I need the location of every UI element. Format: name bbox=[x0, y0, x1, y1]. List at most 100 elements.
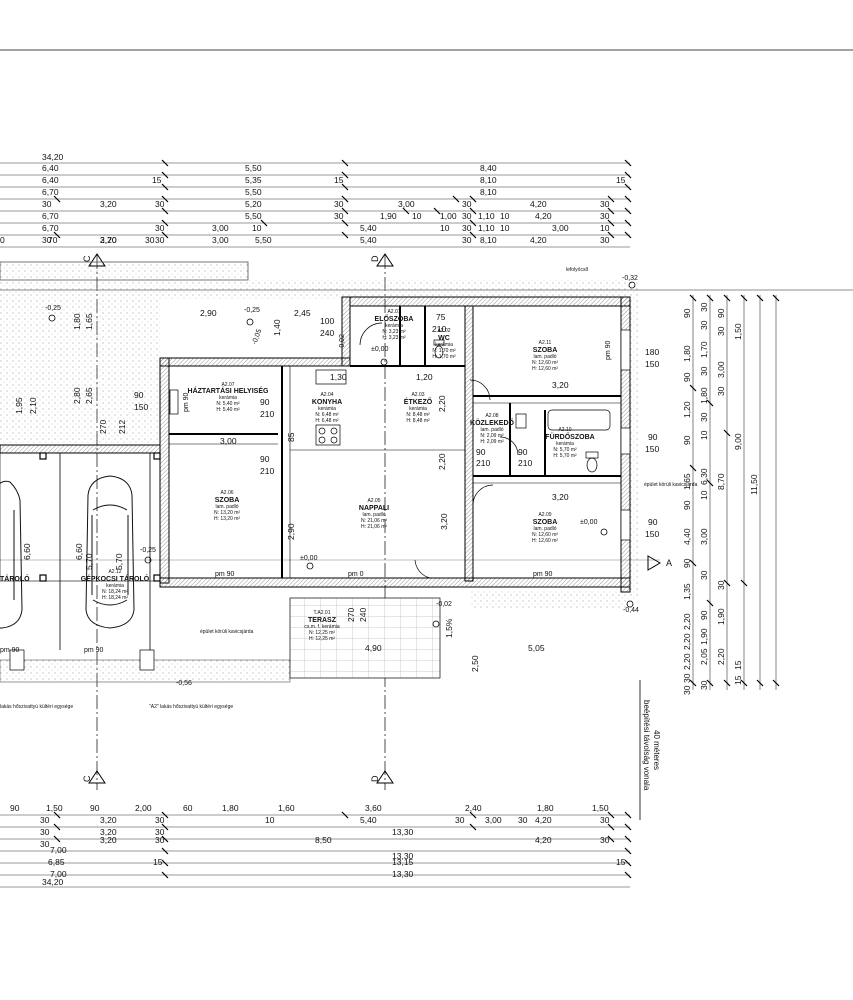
dim-label: 15 bbox=[616, 857, 626, 867]
parapet-label: pm 90 bbox=[533, 571, 553, 578]
room-name: SZOBA bbox=[215, 497, 240, 504]
dim-label: 30 bbox=[716, 386, 726, 396]
dim-label: 2,10 bbox=[28, 397, 38, 414]
dim-label: 30 bbox=[42, 235, 52, 245]
heat-pump-unit-a1 bbox=[9, 649, 25, 671]
room-name: WC bbox=[438, 335, 450, 342]
dim-label: 2,90 bbox=[200, 308, 217, 318]
opening-labels: 100 240 75 210 90 210 90 210 90 210 90 2… bbox=[134, 312, 659, 622]
opening-width: 90 bbox=[260, 454, 270, 464]
room-area-heated: H: 12,60 m² bbox=[532, 366, 558, 372]
dim-label: 1,10 bbox=[478, 211, 495, 221]
dim-label: 30 bbox=[699, 320, 709, 330]
dim-label: 5,70 bbox=[114, 553, 124, 570]
dim-label: 10 bbox=[412, 211, 422, 221]
room-name: KÖZLEKEDŐ bbox=[470, 418, 515, 427]
room-floor: kerámia bbox=[435, 342, 453, 348]
dim-label: 90 bbox=[682, 558, 692, 568]
dim-label: 2,20 bbox=[437, 395, 447, 412]
dim-label: 6,70 bbox=[42, 211, 59, 221]
level-value: -0,25 bbox=[45, 305, 61, 312]
dim-label: 30 bbox=[145, 235, 155, 245]
level-value: -0,56 bbox=[176, 680, 192, 687]
dim-label: 1,50 bbox=[733, 323, 743, 340]
room-floor: cs.m. f. kerámia bbox=[304, 624, 340, 630]
dim-label: 1,80 bbox=[699, 387, 709, 404]
dim-label: 10 bbox=[699, 430, 709, 440]
dim-label: 30 bbox=[600, 815, 610, 825]
dim-label: 1,50 bbox=[592, 803, 609, 813]
dim-label: 3,20 bbox=[100, 235, 117, 245]
room-floor: lam. padló bbox=[215, 504, 238, 510]
dim-label: 1,90 bbox=[699, 628, 709, 645]
opening-height: 240 bbox=[320, 328, 334, 338]
walkway-label-bottom: épület körüli kavicsjárda bbox=[200, 629, 254, 635]
dim-label: 2,50 bbox=[470, 655, 480, 672]
level-value: -0,44 bbox=[623, 607, 639, 614]
room-furdoszoba: A2.10 FÜRDŐSZOBA kerámia N: 5,70 m² H: 5… bbox=[545, 427, 594, 459]
right-dimension-labels: 90 1,80 90 1,20 90 1,65 90 4,40 90 1,35 … bbox=[682, 302, 759, 695]
dim-label: 4,20 bbox=[535, 211, 552, 221]
room-area-net: N: 12,25 m² bbox=[309, 630, 335, 636]
dim-label: 1,60 bbox=[278, 803, 295, 813]
room-elo: A2.01 ELŐSZOBA kerámia N: 3,23 m² H: 3,2… bbox=[375, 309, 414, 341]
dim-label: 30 bbox=[716, 326, 726, 336]
dim-label: 270 bbox=[98, 420, 108, 434]
dim-total-top: 34,20 bbox=[42, 152, 64, 162]
room-area-heated: H: 8,48 m² bbox=[406, 418, 430, 424]
dim-label: 90 bbox=[682, 372, 692, 382]
dim-label: 13,30 bbox=[392, 851, 414, 861]
room-area-heated: H: 2,09 m² bbox=[480, 439, 504, 445]
parapet-label: pm 90 bbox=[215, 571, 235, 578]
level-labels: ±0,00 ±0,00 ±0,00 -0,25 -0,25 -0,05 -0,0… bbox=[45, 275, 639, 687]
room-area-net: N: 12,60 m² bbox=[532, 532, 558, 538]
dim-label: 15 bbox=[733, 675, 743, 685]
section-c-bottom: C bbox=[82, 775, 92, 782]
dim-label: 2,40 bbox=[465, 803, 482, 813]
dim-label: 7,00 bbox=[50, 845, 67, 855]
level-value: -0,25 bbox=[244, 307, 260, 314]
dim-label: 30 bbox=[699, 680, 709, 690]
dim-label: 6,60 bbox=[22, 543, 32, 560]
dim-label: 90 bbox=[90, 803, 100, 813]
dim-label: 5,40 bbox=[360, 235, 377, 245]
dim-label: 30 bbox=[462, 235, 472, 245]
dim-label: 30 bbox=[334, 199, 344, 209]
room-area-heated: H: 6,48 m² bbox=[315, 418, 339, 424]
section-marker-labels: C D C D A bbox=[82, 255, 672, 782]
dim-label: 3,20 bbox=[552, 492, 569, 502]
dim-label: 30 bbox=[155, 827, 165, 837]
room-id: T.A2.01 bbox=[314, 610, 331, 616]
opening-width: 90 bbox=[518, 447, 528, 457]
dim-label: 13,30 bbox=[392, 827, 414, 837]
dim-label: 10 bbox=[440, 223, 450, 233]
opening-width: 90 bbox=[476, 447, 486, 457]
dim-label: 3,00 bbox=[220, 436, 237, 446]
dim-label: 2,80 bbox=[72, 387, 82, 404]
dim-label: 30 bbox=[462, 223, 472, 233]
dim-label: 5,40 bbox=[360, 223, 377, 233]
dim-label: 6,30 bbox=[699, 468, 709, 485]
room-id: A2.07 bbox=[221, 382, 234, 388]
room-name: ÉTKEZŐ bbox=[404, 397, 433, 406]
heat-pump-label-a2: "A2" lakás hőszivattyú kültéri egysége bbox=[149, 704, 233, 710]
top-dimension-chain bbox=[0, 162, 630, 248]
room-area-net: N: 18,24 m² bbox=[102, 589, 128, 595]
right-dimension-ticks bbox=[689, 294, 780, 687]
stove-icon bbox=[315, 424, 341, 446]
dim-label: 2,65 bbox=[84, 387, 94, 404]
dim-label: 4,20 bbox=[530, 235, 547, 245]
level-marker-icons bbox=[48, 281, 636, 628]
opening-height: 150 bbox=[645, 444, 659, 454]
dim-label: 30 bbox=[40, 839, 50, 849]
level-value: -0,02 bbox=[436, 601, 452, 608]
setback-label-line1: 40 méteres bbox=[652, 730, 661, 770]
room-area-heated: H: 21,06 m² bbox=[361, 524, 387, 530]
room-szoba-211: A2.11 SZOBA lam. padló N: 12,60 m² H: 12… bbox=[532, 340, 558, 372]
dim-label: 30 bbox=[682, 673, 692, 683]
dim-label: 90 bbox=[10, 803, 20, 813]
room-area-heated: H: 13,20 m² bbox=[214, 516, 240, 522]
room-szoba-206: A2.06 SZOBA lam. padló N: 13,20 m² H: 13… bbox=[214, 490, 240, 522]
dim-label: 1,90 bbox=[380, 211, 397, 221]
walkway-label-right: épület körüli kavicsjárda bbox=[644, 482, 698, 488]
